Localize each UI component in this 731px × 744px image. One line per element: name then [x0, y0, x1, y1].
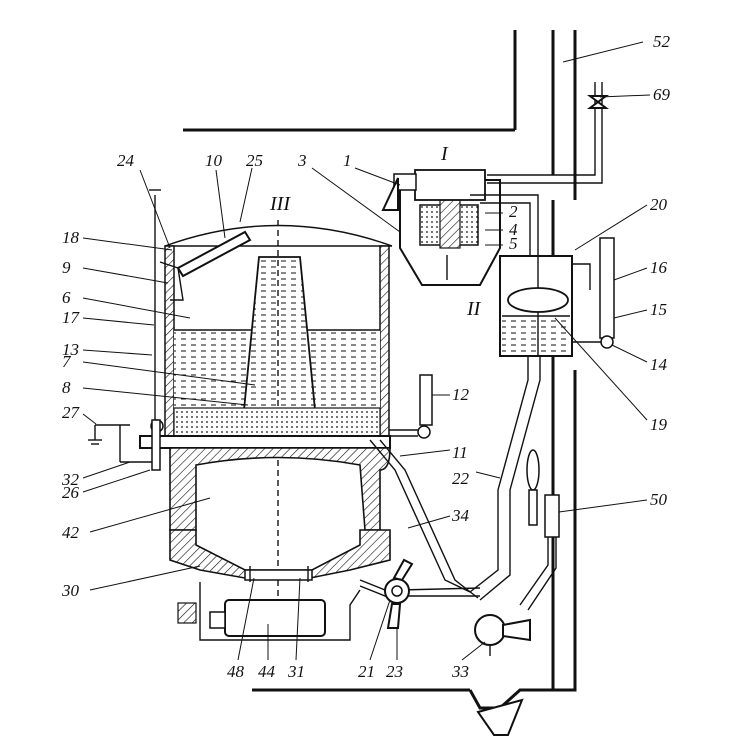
- callout-number: 69: [653, 85, 671, 104]
- callout-number: 34: [451, 506, 470, 525]
- callout-number: 12: [452, 385, 470, 404]
- callout-number: 22: [452, 469, 470, 488]
- roman-label: II: [466, 298, 482, 320]
- callout-number: 9: [62, 258, 71, 277]
- callout-number: 7: [62, 352, 72, 371]
- callout-number: 32: [61, 470, 80, 489]
- callout-number: 16: [650, 258, 668, 277]
- callout-number: 6: [62, 288, 71, 307]
- callout-number: 11: [452, 443, 468, 462]
- callout-number: 18: [62, 228, 80, 247]
- callout-number: 23: [386, 662, 403, 681]
- callout-number: 5: [509, 234, 518, 253]
- piping: [359, 82, 609, 611]
- callout-number: 31: [287, 662, 305, 681]
- callout-number: 13: [62, 340, 79, 359]
- callout-number: 25: [246, 151, 263, 170]
- callout-number: 19: [650, 415, 668, 434]
- filter-unit: [381, 169, 501, 286]
- callout-number: 52: [653, 32, 671, 51]
- callout-number: 8: [62, 378, 71, 397]
- callout-number: 44: [258, 662, 276, 681]
- callout-number: 26: [62, 483, 80, 502]
- callout-number: 24: [117, 151, 135, 170]
- callout-number: 10: [205, 151, 223, 170]
- heater: [177, 582, 361, 641]
- callout-number: 3: [297, 151, 307, 170]
- callout-number: 15: [650, 300, 667, 319]
- callout-number: 27: [62, 403, 81, 422]
- roman-label: I: [440, 143, 449, 165]
- callout-number: 50: [650, 490, 668, 509]
- callout-number: 42: [62, 523, 80, 542]
- callout-number: 48: [227, 662, 245, 681]
- callout-number: 14: [650, 355, 668, 374]
- callout-number: 17: [62, 308, 81, 327]
- callout-number: 33: [451, 662, 469, 681]
- valves: [384, 558, 531, 656]
- callout-number: 30: [61, 581, 80, 600]
- callout-number: 1: [343, 151, 352, 170]
- callout-number: 2: [509, 202, 518, 221]
- callout-number: 4: [509, 220, 518, 239]
- main-vessel: [139, 220, 393, 610]
- roman-label: III: [269, 193, 291, 215]
- feed-tank: [499, 237, 615, 357]
- building-walls: [183, 30, 577, 736]
- callout-number: 21: [358, 662, 375, 681]
- callout-number: 20: [650, 195, 668, 214]
- level-gauges: [88, 189, 433, 471]
- leader-lines: [82, 41, 651, 661]
